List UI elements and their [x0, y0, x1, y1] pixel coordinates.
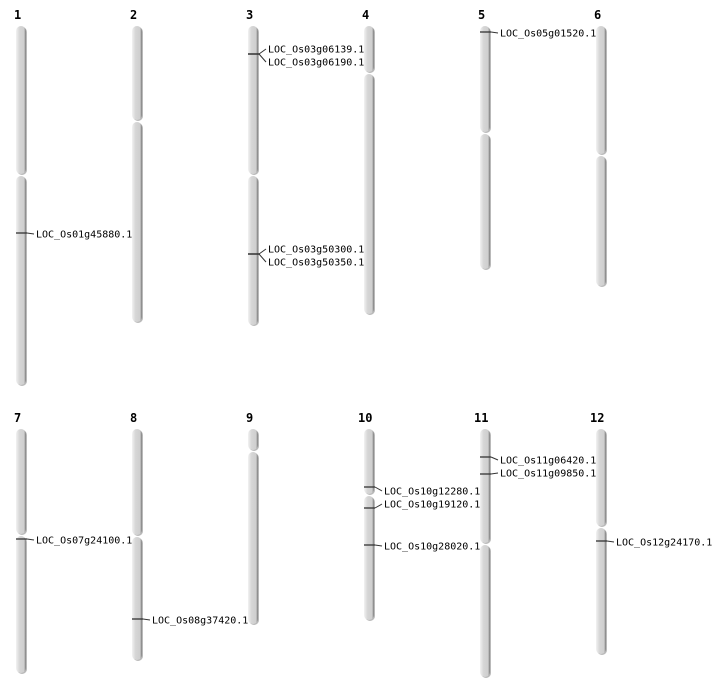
chromosome-long-arm: [596, 528, 606, 654]
gene-marker: LOC_Os01g45880.1: [16, 230, 132, 241]
gene-label: LOC_Os07g24100.1: [36, 536, 132, 547]
chromosome-number: 4: [362, 8, 369, 22]
chromosome-short-arm: [364, 26, 374, 72]
chromosome-short-arm: [596, 26, 606, 154]
chromosome-long-arm: [132, 122, 142, 322]
gene-connector: [258, 253, 267, 263]
gene-label: LOC_Os08g37420.1: [152, 616, 248, 627]
chromosome-short-arm: [480, 26, 490, 132]
gene-marker: LOC_Os10g19120.1: [364, 500, 480, 511]
gene-label: LOC_Os10g28020.1: [384, 542, 480, 553]
gene-connector: [374, 544, 383, 547]
chromosome-number: 5: [478, 8, 485, 22]
gene-label: LOC_Os11g06420.1: [500, 456, 596, 467]
chromosome-long-arm: [16, 536, 26, 673]
chromosome-short-arm: [248, 429, 258, 450]
gene-connector: [490, 472, 499, 475]
chromosome-6: 6: [594, 8, 607, 287]
chromosome-number: 6: [594, 8, 601, 22]
gene-label: LOC_Os03g06190.1: [268, 58, 364, 69]
gene-label: LOC_Os10g12280.1: [384, 487, 480, 498]
gene-connector: [374, 503, 383, 509]
chromosome-number: 8: [130, 411, 137, 425]
gene-marker: LOC_Os03g50300.1: [248, 245, 364, 256]
chromosome-number: 11: [474, 411, 488, 425]
chromosome-2: 2: [130, 8, 143, 323]
gene-marker: LOC_Os12g24170.1: [596, 538, 712, 549]
gene-label: LOC_Os03g50300.1: [268, 245, 364, 256]
chromosome-short-arm: [480, 429, 490, 543]
chromosome-short-arm: [364, 429, 374, 494]
gene-connector: [606, 540, 615, 543]
chromosome-number: 10: [358, 411, 372, 425]
gene-label: LOC_Os05g01520.1: [500, 29, 596, 40]
gene-connector: [258, 248, 267, 255]
gene-label: LOC_Os12g24170.1: [616, 538, 712, 549]
gene-marker: LOC_Os11g06420.1: [480, 456, 596, 467]
chromosome-10: 10LOC_Os10g12280.1LOC_Os10g19120.1LOC_Os…: [358, 411, 480, 621]
chromosome-short-arm: [596, 429, 606, 526]
chromosome-number: 12: [590, 411, 604, 425]
gene-connector: [26, 538, 35, 541]
gene-marker: LOC_Os05g01520.1: [480, 29, 596, 40]
gene-marker: LOC_Os11g09850.1: [480, 469, 596, 480]
gene-connector: [374, 486, 383, 492]
chromosome-long-arm: [364, 74, 374, 314]
gene-label: LOC_Os03g06139.1: [268, 45, 364, 56]
chromosome-number: 7: [14, 411, 21, 425]
gene-label: LOC_Os10g19120.1: [384, 500, 480, 511]
chromosome-long-arm: [248, 176, 258, 325]
gene-label: LOC_Os03g50350.1: [268, 258, 364, 269]
chromosome-long-arm: [132, 537, 142, 660]
chromosome-4: 4: [362, 8, 375, 315]
chromosome-long-arm: [480, 134, 490, 269]
gene-connector: [142, 618, 151, 621]
chromosome-short-arm: [248, 26, 258, 174]
gene-marker: LOC_Os03g06190.1: [248, 53, 364, 69]
gene-connector: [490, 31, 499, 34]
chromosome-long-arm: [480, 545, 490, 677]
chromosome-9: 9: [246, 411, 259, 625]
chromosome-number: 1: [14, 8, 21, 22]
chromosome-long-arm: [596, 156, 606, 286]
chromosome-long-arm: [248, 452, 258, 624]
chromosome-short-arm: [16, 429, 26, 534]
gene-marker: LOC_Os08g37420.1: [132, 616, 248, 627]
gene-marker: LOC_Os10g28020.1: [364, 542, 480, 553]
chromosome-number: 9: [246, 411, 253, 425]
chromosome-long-arm: [364, 496, 374, 620]
gene-marker: LOC_Os03g50350.1: [248, 253, 364, 269]
gene-connector: [490, 456, 499, 461]
gene-label: LOC_Os01g45880.1: [36, 230, 132, 241]
chromosome-short-arm: [16, 26, 26, 174]
gene-marker: LOC_Os10g12280.1: [364, 486, 480, 498]
gene-connector: [26, 232, 35, 235]
gene-marker: LOC_Os03g06139.1: [248, 45, 364, 56]
chromosome-short-arm: [132, 26, 142, 120]
chromosome-long-arm: [16, 176, 26, 385]
chromosome-short-arm: [132, 429, 142, 535]
chromosome-number: 3: [246, 8, 253, 22]
gene-marker: LOC_Os07g24100.1: [16, 536, 132, 547]
gene-connector: [258, 48, 267, 55]
gene-connector: [258, 53, 267, 63]
chromosome-3: 3LOC_Os03g06139.1LOC_Os03g06190.1LOC_Os0…: [246, 8, 364, 326]
gene-label: LOC_Os11g09850.1: [500, 469, 596, 480]
chromosome-number: 2: [130, 8, 137, 22]
